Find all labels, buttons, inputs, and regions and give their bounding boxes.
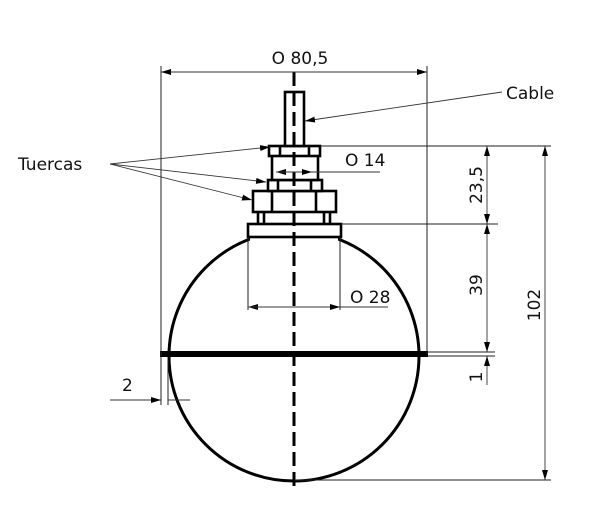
svg-text:39: 39 [467, 274, 487, 296]
svg-text:2: 2 [122, 376, 133, 396]
dimension-outer-diameter: O 80,5 [160, 49, 428, 354]
dimension-wall-thickness: 2 [110, 340, 190, 405]
dimension-nut-diameter: O 14 [276, 151, 385, 175]
svg-text:102: 102 [525, 289, 545, 321]
svg-text:23,5: 23,5 [467, 166, 487, 204]
nuts-callout: Tuercas [17, 145, 271, 201]
svg-text:Cable: Cable [506, 84, 554, 104]
dimension-mid-height: 39 [467, 224, 490, 352]
svg-text:1: 1 [467, 372, 487, 383]
svg-text:Tuercas: Tuercas [17, 155, 82, 175]
dimension-base-diameter: O 28 [247, 237, 390, 310]
dimension-top-height: 23,5 [467, 146, 490, 224]
dimension-total-height: 102 [525, 146, 548, 480]
cable-callout: Cable [304, 84, 554, 123]
svg-text:O 14: O 14 [345, 151, 385, 171]
svg-text:O 28: O 28 [350, 288, 390, 308]
svg-text:O 80,5: O 80,5 [272, 49, 329, 69]
dimension-seam: 1 [467, 356, 490, 385]
